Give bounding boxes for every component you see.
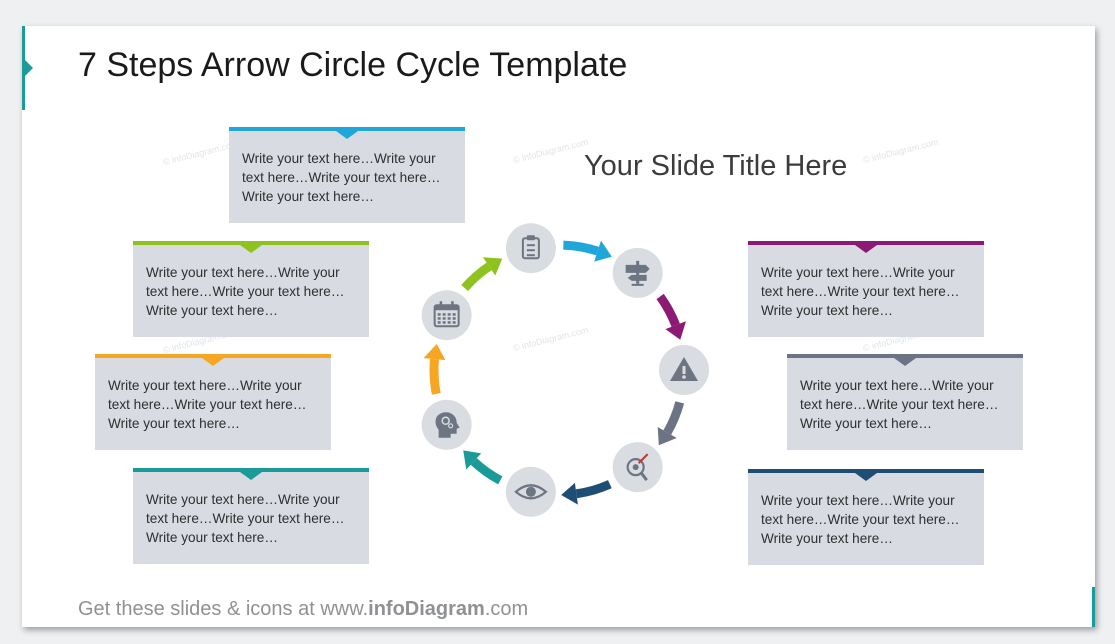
right-accent-bar	[1092, 587, 1095, 627]
text-box-4: Write your text here…Write your text her…	[133, 468, 369, 564]
eye-icon	[514, 484, 548, 500]
footer-brand: infoDiagram	[368, 598, 485, 620]
box-accent-notch	[202, 358, 224, 366]
calendar-icon	[433, 301, 460, 328]
step-node-5	[505, 466, 556, 517]
cycle-arrow-head	[657, 427, 677, 446]
text-box-6: Write your text here…Write your text her…	[787, 354, 1023, 450]
cycle-arrow-head	[463, 450, 482, 470]
box-text: Write your text here…Write your text her…	[242, 151, 441, 204]
left-accent-notch	[25, 60, 33, 76]
text-box-5: Write your text here…Write your text her…	[748, 241, 984, 337]
cycle-arrow	[461, 257, 503, 292]
step-node-3	[659, 345, 709, 395]
box-accent-bar	[133, 468, 369, 472]
step-node-circle	[505, 223, 556, 274]
box-text: Write your text here…Write your text her…	[800, 378, 999, 431]
cycle-arrow-head	[561, 482, 578, 505]
step-node-6	[421, 399, 472, 450]
slide: 7 Steps Arrow Circle Cycle Template Your…	[22, 26, 1095, 627]
box-text: Write your text here…Write your text her…	[108, 378, 307, 431]
box-accent-bar	[95, 354, 331, 358]
box-accent-bar	[133, 241, 369, 245]
box-text: Write your text here…Write your text her…	[761, 493, 960, 546]
cycle-arrow-shaft	[461, 262, 492, 292]
warning-icon	[670, 357, 698, 381]
step-node-4	[612, 442, 663, 493]
box-accent-bar	[748, 469, 984, 473]
head-gears-icon	[435, 412, 460, 438]
cycle-arrow	[561, 480, 612, 505]
box-accent-notch	[894, 358, 916, 366]
text-box-3: Write your text here…Write your text her…	[95, 354, 331, 450]
box-accent-notch	[855, 245, 877, 253]
box-accent-notch	[336, 131, 358, 139]
cycle-arrow	[657, 401, 685, 446]
signpost-icon	[625, 260, 650, 286]
text-box-7: Write your text here…Write your text her…	[748, 469, 984, 565]
step-node-1	[505, 223, 556, 274]
cycle-arrow-shaft	[663, 401, 685, 435]
left-accent-bar	[22, 26, 25, 110]
cycle-arrow	[563, 240, 612, 262]
cycle-arrow-shaft	[470, 458, 503, 485]
cycle-arrow-head	[594, 240, 612, 262]
clipboard-icon	[521, 235, 540, 260]
target-magnifier-icon	[626, 453, 649, 482]
step-node-circle	[421, 290, 472, 341]
footer-suffix: .com	[484, 598, 529, 620]
cycle-diagram	[421, 223, 709, 517]
step-node-7	[421, 290, 472, 341]
box-accent-notch	[240, 245, 262, 253]
box-text: Write your text here…Write your text her…	[146, 265, 345, 318]
cycle-arrow	[656, 293, 686, 340]
box-text: Write your text here…Write your text her…	[761, 265, 960, 318]
text-box-2: Write your text here…Write your text her…	[133, 241, 369, 337]
cycle-arrow-head	[423, 344, 446, 361]
cycle-arrow	[423, 344, 446, 395]
text-box-1: Write your text here…Write your text her…	[229, 127, 465, 223]
cycle-arrow-shaft	[656, 293, 680, 327]
box-accent-bar	[748, 241, 984, 245]
page-title: 7 Steps Arrow Circle Cycle Template	[78, 46, 628, 84]
cycle-arrow-head	[665, 321, 686, 340]
box-accent-notch	[855, 473, 877, 481]
box-accent-bar	[787, 354, 1023, 358]
box-accent-notch	[240, 472, 262, 480]
footer-note: Get these slides & icons at www.infoDiag…	[78, 598, 528, 621]
cycle-arrow-shaft	[563, 240, 600, 256]
cycle-arrow-shaft	[429, 358, 441, 395]
box-accent-bar	[229, 127, 465, 131]
cycle-arrow	[463, 450, 503, 485]
box-text: Write your text here…Write your text her…	[146, 492, 345, 545]
cycle-arrow-head	[482, 257, 503, 276]
cycle-arrow-shaft	[575, 480, 612, 499]
slide-subtitle: Your Slide Title Here	[584, 150, 848, 182]
step-node-2	[612, 247, 663, 298]
footer-prefix: Get these slides & icons at www.	[78, 598, 369, 620]
